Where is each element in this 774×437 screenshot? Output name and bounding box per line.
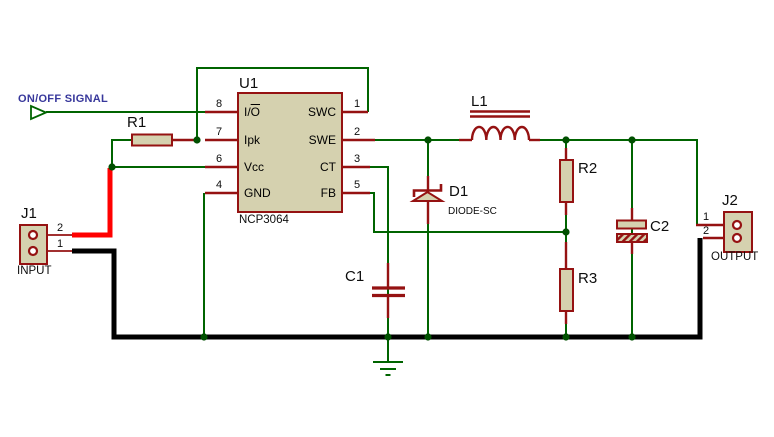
j1-pin2-number: 2 <box>56 222 64 234</box>
c2-ref-label: C2 <box>650 218 670 235</box>
j2-pin2-pad[interactable] <box>731 232 743 244</box>
u1-pin1-name: SWC <box>308 105 336 119</box>
j2-port-label: OUTPUT <box>711 251 759 263</box>
ground-symbol[interactable] <box>373 337 403 376</box>
u1-pin5-name: FB <box>320 186 336 200</box>
r3-body[interactable] <box>559 268 574 312</box>
junction-dot <box>562 136 570 144</box>
u1-pin8-name-text: I/ <box>244 105 251 119</box>
junction-dot <box>424 136 432 144</box>
j1-connector[interactable] <box>19 224 48 265</box>
u1-pin3-number: 3 <box>353 153 361 165</box>
junction-dot <box>424 333 432 341</box>
junction-dot <box>200 333 208 341</box>
junction-dot <box>384 333 392 341</box>
u1-pin8-name-overline: O <box>250 105 261 119</box>
u1-pin8-number: 8 <box>215 98 223 110</box>
u1-ref-label: U1 <box>239 75 259 92</box>
wire-r1-to-vin-node[interactable] <box>111 139 132 167</box>
c2-capacitor[interactable] <box>616 219 648 243</box>
r2-body[interactable] <box>559 159 574 203</box>
u1-pin8-name: I/O <box>244 105 260 119</box>
input-port-triangle-icon[interactable] <box>30 104 49 121</box>
u1-pin6-name: Vcc <box>244 160 265 174</box>
c1-capacitor[interactable] <box>372 286 405 298</box>
junction-dots <box>108 136 636 341</box>
r1-body[interactable] <box>131 133 173 147</box>
d1-value-label: DIODE-SC <box>448 206 497 217</box>
junction-dot <box>108 163 116 171</box>
j1-ref-label: J1 <box>21 205 37 222</box>
junction-dot <box>193 136 201 144</box>
j2-ref-label: J2 <box>722 192 738 209</box>
l1-inductor[interactable] <box>470 110 531 141</box>
d1-triangle <box>409 190 446 202</box>
c1-ref-label: C1 <box>345 268 365 285</box>
junction-dot <box>628 136 636 144</box>
l1-coil <box>470 125 531 141</box>
wire-fb-to-divider[interactable] <box>370 192 566 233</box>
onoff-signal-label: ON/OFF SIGNAL <box>18 93 109 105</box>
u1-pin5-number: 5 <box>353 179 361 191</box>
d1-cathode-bar <box>412 184 443 197</box>
ground-return-wire[interactable] <box>72 238 703 340</box>
u1-pin7-number: 7 <box>215 126 223 138</box>
j2-connector[interactable] <box>723 211 753 253</box>
u1-part-label: NCP3064 <box>239 214 289 226</box>
u1-pin6-number: 6 <box>215 153 223 165</box>
u1-pin1-number: 1 <box>353 98 361 110</box>
j2-pin2-number: 2 <box>702 225 710 237</box>
vin-power-wire[interactable] <box>72 168 113 238</box>
wire-swc-loop[interactable] <box>196 67 369 140</box>
u1-pin-stubs <box>205 110 375 195</box>
junction-dot <box>562 333 570 341</box>
u1-pin2-number: 2 <box>353 126 361 138</box>
j2-body <box>723 211 753 253</box>
r3-ref-label: R3 <box>578 270 598 287</box>
junction-dot <box>562 228 570 236</box>
r1-ref-label: R1 <box>127 114 147 131</box>
j1-pin1-number: 1 <box>56 238 64 250</box>
u1-pin4-name: GND <box>244 186 271 200</box>
c2-plate-bottom <box>616 233 648 243</box>
c2-plate-top <box>616 219 647 230</box>
d1-ref-label: D1 <box>449 183 469 200</box>
j1-port-label: INPUT <box>17 265 52 277</box>
j2-pin1-number: 1 <box>702 211 710 223</box>
wire-output-rail[interactable] <box>540 139 698 225</box>
j1-pin2-pad[interactable] <box>27 229 39 241</box>
u1-pin4-number: 4 <box>215 179 223 191</box>
j1-pin1-pad[interactable] <box>27 245 39 257</box>
u1-body[interactable] <box>237 92 343 213</box>
j2-pin1-pad[interactable] <box>731 219 743 231</box>
u1-pin2-name: SWE <box>308 133 336 147</box>
d1-diode[interactable] <box>409 184 446 202</box>
l1-ref-label: L1 <box>471 93 488 110</box>
r2-ref-label: R2 <box>578 160 598 177</box>
u1-pin7-name: Ipk <box>244 133 261 147</box>
u1-pin3-name: CT <box>320 160 336 174</box>
junction-dot <box>628 333 636 341</box>
